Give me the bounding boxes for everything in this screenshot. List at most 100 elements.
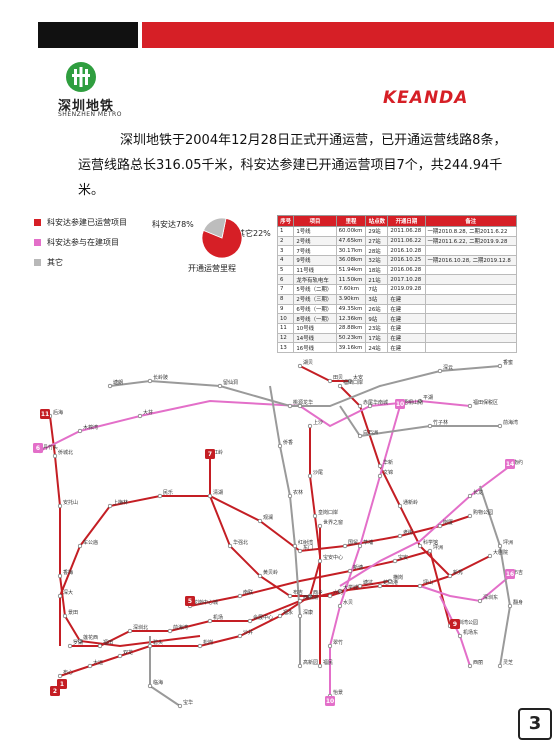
table-cell: 12 [276, 332, 295, 344]
table-cell: 14号线 [293, 332, 337, 344]
map-station [497, 363, 503, 369]
table-header-cell: 序号 [276, 215, 295, 227]
map-station [297, 613, 303, 619]
table-cell: 2019.09.28 [387, 284, 426, 295]
map-line-badge-label: 14 [506, 461, 514, 468]
map-line-gray-a [109, 365, 501, 407]
table-cell: 27站 [365, 235, 389, 247]
map-station [357, 543, 363, 549]
map-station-label: 平湖 [423, 394, 433, 401]
map-line-badge-label: 9 [453, 621, 457, 628]
map-station [377, 473, 383, 479]
map-line-badge [450, 619, 460, 629]
map-station-label: 福田 [103, 639, 113, 646]
map-station [497, 423, 503, 429]
table-cell: 一期2011.6.22, 二期2019.9.28 [424, 235, 518, 247]
map-line-badge-label: 16 [506, 571, 514, 578]
table-cell: 32站 [365, 255, 389, 266]
map-station [377, 463, 383, 469]
pie-label-keanda: 科安达78% [152, 220, 194, 229]
map-station-label: 桃源 [293, 399, 303, 406]
table-cell [424, 274, 518, 286]
map-station [297, 403, 303, 409]
table-cell: 2017.10.28 [387, 274, 426, 286]
table-cell: 11号线 [293, 264, 337, 276]
map-line-badge [40, 409, 50, 419]
map-station-label: 华强北 [233, 539, 248, 546]
legend-swatch-pink [34, 239, 41, 246]
shenzhen-metro-logo-icon [66, 62, 96, 92]
map-station-label: 深圳东 [483, 594, 498, 601]
map-station-label: 布吉 [293, 589, 303, 596]
map-station-label: 安托山 [63, 499, 78, 506]
table-cell [424, 303, 518, 315]
map-station [287, 593, 293, 599]
map-station-label: 文锦 [383, 469, 393, 476]
map-station-label: 华新 [383, 459, 393, 466]
table-cell: 6号线（一期） [293, 303, 337, 315]
map-station [107, 503, 113, 509]
table-cell: 8号线（一期） [293, 313, 337, 324]
map-station-label: 丹竹头 [43, 444, 58, 451]
table-cell: 5 [276, 264, 295, 276]
map-station-label: 农林 [293, 489, 303, 496]
map-station [357, 433, 363, 439]
map-station-label: 太安 [353, 374, 363, 381]
map-station-label: 深圳湾公园 [453, 619, 478, 626]
table-cell: 一期2016.10.28, 二期2019.12.8 [424, 255, 518, 266]
map-line-1 [70, 575, 451, 647]
map-station-label: 机场东 [463, 629, 478, 636]
map-station [207, 493, 213, 499]
map-station-label: 景田 [68, 609, 78, 616]
map-station-label: 会展中心 [253, 614, 273, 621]
map-station [357, 583, 363, 589]
table-cell: 2号线 [293, 235, 337, 247]
table-cell: 1 [276, 226, 295, 237]
map-station [337, 588, 343, 594]
table-cell: 17站 [365, 332, 389, 344]
map-station-label: 翠竹 [333, 639, 343, 646]
table-cell: 21站 [365, 274, 389, 286]
map-station [467, 403, 473, 409]
map-station-label: 岗厦 [443, 520, 453, 526]
map-station-label: 机场 [213, 614, 223, 621]
map-station-label: 侨香 [283, 439, 293, 446]
table-cell [424, 264, 518, 276]
table-cell: 26站 [365, 303, 389, 315]
map-line-badge [205, 449, 215, 459]
table-cell: 12.36km [335, 313, 367, 324]
table-cell [424, 313, 518, 324]
map-station-label: 龙华 [303, 399, 313, 406]
map-station [397, 533, 403, 539]
map-station [237, 633, 243, 639]
map-line-11 [49, 415, 201, 648]
table-cell: 28.88km [335, 322, 367, 334]
map-station [67, 643, 73, 649]
map-station-label: 怡景 [333, 689, 343, 696]
map-station-label: 大学城 [343, 584, 358, 591]
map-station [147, 643, 153, 649]
map-station-label: 湖贝 [303, 359, 313, 366]
map-station [52, 453, 58, 459]
table-header-cell: 站点数 [365, 215, 389, 227]
map-station [217, 383, 223, 389]
map-station [467, 513, 473, 519]
map-station-label: 新秀 [453, 569, 463, 576]
map-station [307, 473, 313, 479]
map-station [387, 578, 393, 584]
table-cell: 49.35km [335, 303, 367, 315]
map-station [427, 423, 433, 429]
keanda-logo: KEANDA [383, 88, 469, 108]
map-station-label: 国贸 [348, 539, 358, 546]
map-station-label: 双龙 [123, 649, 133, 656]
map-station-label: 梧桐山南 [403, 399, 423, 406]
table-cell: 2号线（三期） [293, 293, 337, 305]
table-cell: 60.00km [335, 226, 367, 237]
table-cell: 7站 [365, 284, 389, 295]
